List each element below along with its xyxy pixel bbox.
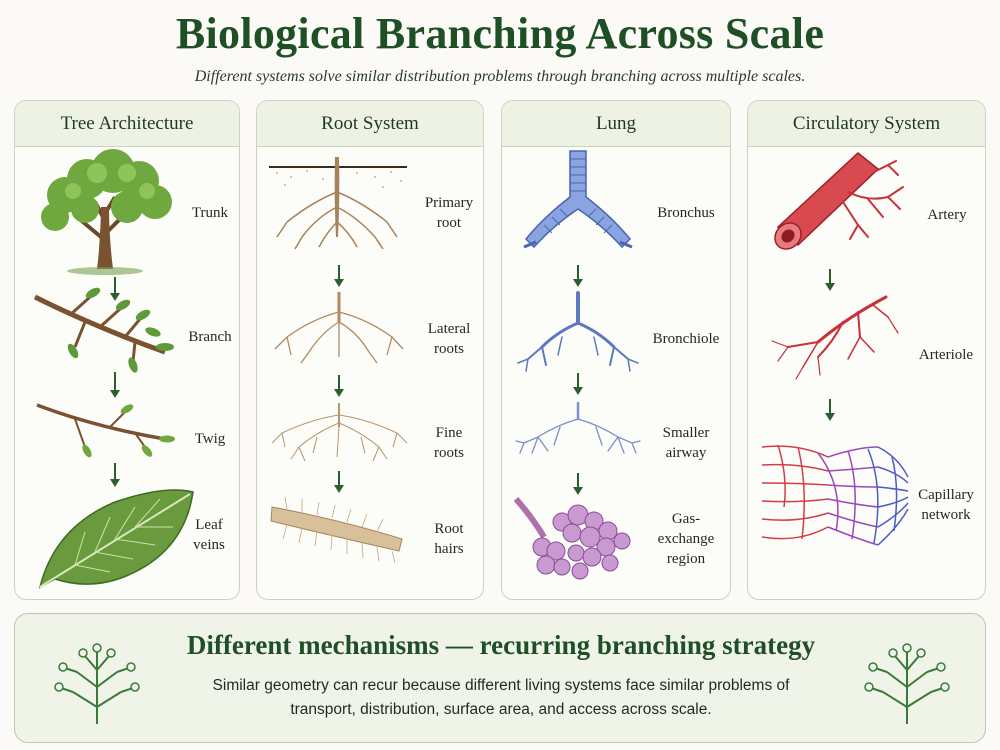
fine-roots-icon (271, 403, 408, 462)
panel-tree-architecture: Tree Architecture (14, 100, 240, 600)
arrow-down-icon (334, 375, 344, 397)
page-title: Biological Branching Across Scale (175, 9, 825, 58)
lateral-roots-icon (274, 292, 404, 364)
label-lateral-roots: Lateral roots (427, 321, 471, 357)
label-artery: Artery (927, 207, 967, 223)
label-twig: Twig (194, 431, 226, 447)
label-smaller-airway: Smaller airway (662, 425, 710, 461)
arrow-down-icon (825, 269, 835, 291)
arteriole-icon (771, 295, 899, 380)
twig-icon (36, 403, 175, 458)
smaller-airway-icon (515, 401, 641, 454)
arrow-down-icon (573, 373, 583, 395)
tree-illustrations (33, 149, 194, 589)
arrow-down-icon (110, 463, 120, 487)
label-fine-roots: Fine roots (434, 425, 464, 461)
circulatory-illustrations (761, 152, 909, 546)
arrow-down-icon (573, 265, 583, 287)
primary-root-icon (269, 157, 407, 250)
bronchiole-icon (517, 291, 639, 372)
capillary-network-icon (761, 444, 909, 546)
panel-heading: Tree Architecture (15, 101, 239, 147)
label-leaf-veins: Leaf veins (193, 517, 225, 553)
arrow-down-icon (110, 277, 120, 301)
label-bronchus: Bronchus (657, 205, 715, 221)
root-illustrations (269, 157, 408, 564)
label-capillary-network: Capillary network (918, 487, 974, 523)
label-primary-root: Primary root (424, 195, 474, 231)
lung-illustrations (513, 150, 641, 580)
panel-heading: Root System (257, 101, 483, 147)
summary-heading: Different mechanisms — recurring branchi… (186, 630, 816, 660)
label-trunk: Trunk (191, 205, 229, 221)
panel-heading: Lung (502, 101, 730, 147)
label-branch: Branch (188, 329, 232, 345)
bronchus-icon (523, 150, 633, 249)
panel-lung: Lung (501, 100, 731, 600)
branching-tree-icon (54, 643, 140, 724)
page-subtitle: Different systems solve similar distribu… (194, 68, 806, 85)
summary-banner: Different mechanisms — recurring branchi… (14, 613, 986, 743)
artery-icon (774, 152, 904, 250)
arrow-down-icon (110, 372, 120, 398)
arrow-down-icon (334, 471, 344, 493)
arrow-down-icon (334, 265, 344, 287)
summary-text: Similar geometry can recur because diffe… (212, 677, 790, 718)
branching-tree-icon (864, 643, 950, 724)
panel-circulatory-system: Circulatory System (747, 100, 986, 600)
label-root-hairs: Root hairs (434, 521, 464, 557)
root-hairs-icon (270, 496, 403, 564)
label-arteriole: Arteriole (918, 347, 974, 363)
panel-heading: Circulatory System (748, 101, 985, 147)
arrow-down-icon (573, 473, 583, 495)
arrow-down-icon (825, 399, 835, 421)
alveoli-icon (513, 497, 631, 580)
label-bronchiole: Bronchiole (652, 331, 720, 347)
branch-icon (33, 287, 174, 373)
panel-root-system: Root System (256, 100, 484, 600)
tree-icon (41, 149, 172, 275)
label-gas-exchange-region: Gas-exchange region (657, 511, 715, 567)
leaf-icon (38, 489, 194, 589)
